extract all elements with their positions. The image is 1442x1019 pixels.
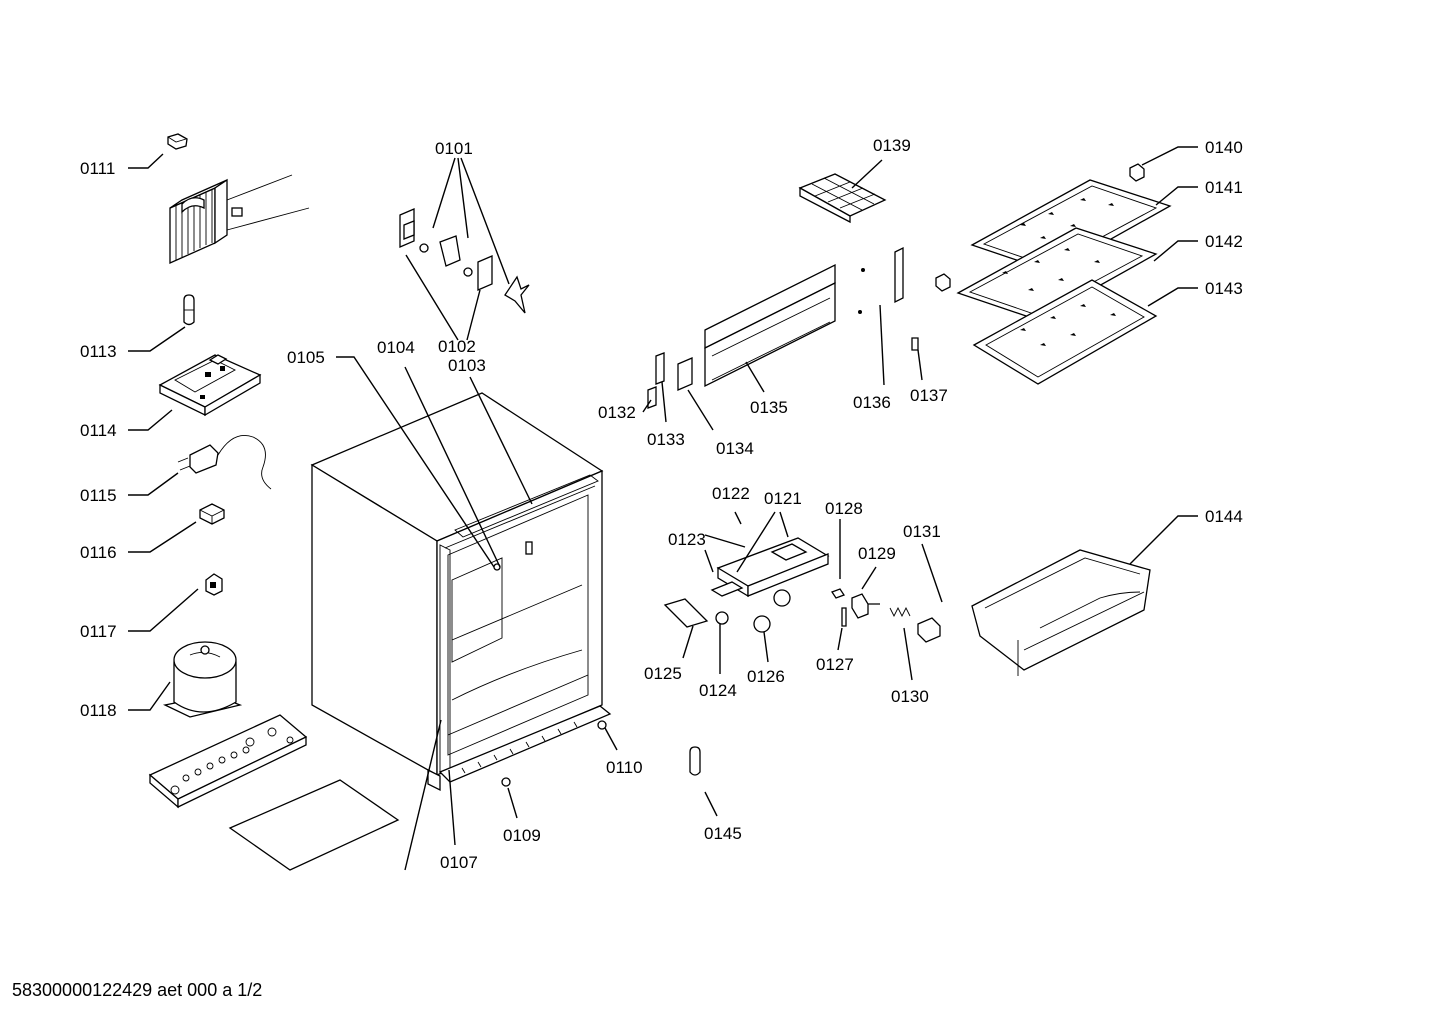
part-0135	[704, 263, 836, 388]
part-0131	[917, 617, 941, 643]
part-0116	[199, 503, 225, 525]
part-0123	[710, 581, 744, 597]
part-0127	[841, 607, 847, 627]
callout-0124: 0124	[699, 681, 737, 700]
part-0125	[663, 598, 709, 628]
callout-0110: 0110	[606, 758, 643, 777]
part-0130	[889, 606, 911, 618]
part-0101-fan-assembly	[399, 208, 530, 314]
callout-0144: 0144	[1205, 507, 1243, 526]
callout-0118: 0118	[80, 701, 117, 720]
callout-0103: 0103	[448, 356, 486, 375]
part-0114	[158, 354, 262, 417]
callout-0109: 0109	[503, 826, 541, 845]
callout-0101: 0101	[435, 139, 473, 158]
callout-0131: 0131	[903, 522, 941, 541]
callout-0140: 0140	[1205, 138, 1243, 157]
part-0110	[597, 720, 607, 730]
part-0144	[971, 549, 1151, 676]
callout-0116: 0116	[80, 543, 117, 562]
callout-labels: 0101 0102 0103 0104 0105 0107 0109 0110 …	[80, 136, 1243, 872]
callout-0129: 0129	[858, 544, 896, 563]
part-0145	[689, 746, 701, 776]
callout-0136: 0136	[853, 393, 891, 412]
callout-0143: 0143	[1205, 279, 1243, 298]
callout-0134: 0134	[716, 439, 754, 458]
part-0134	[677, 357, 693, 391]
part-0142	[956, 227, 1158, 321]
part-0139	[798, 173, 887, 224]
callout-0113: 0113	[80, 342, 117, 361]
part-0109	[501, 777, 511, 787]
callout-0115: 0115	[80, 486, 117, 505]
part-0115	[177, 435, 272, 490]
part-0137	[911, 337, 919, 351]
part-0113	[183, 294, 195, 326]
part-evaporator-block	[169, 174, 310, 265]
leader-lines	[128, 146, 1198, 871]
callout-0126: 0126	[747, 667, 785, 686]
callout-0123: 0123	[668, 530, 706, 549]
part-shelf-clip	[935, 273, 951, 292]
part-0136	[858, 246, 904, 314]
part-0117	[205, 573, 223, 596]
part-0118	[162, 641, 243, 718]
callout-0102: 0102	[438, 337, 476, 356]
part-insulation-sheet	[228, 779, 400, 871]
callout-0145: 0145	[704, 824, 742, 843]
part-0132	[647, 386, 657, 409]
callout-0133: 0133	[647, 430, 685, 449]
part-0140	[1129, 163, 1145, 182]
part-mounting-plate	[148, 714, 308, 809]
callout-0135: 0135	[750, 398, 788, 417]
callout-0142: 0142	[1205, 232, 1243, 251]
callout-0132: 0132	[598, 403, 636, 422]
callout-0130: 0130	[891, 687, 929, 706]
callout-0104: 0104	[377, 338, 415, 357]
part-0128	[831, 588, 845, 599]
part-0143	[972, 279, 1158, 385]
callout-0125: 0125	[644, 664, 682, 683]
callout-0121: 0121	[764, 489, 802, 508]
callout-0105: 0105	[287, 348, 325, 367]
document-id: 58300000122429 aet 000 a 1/2	[12, 980, 263, 1000]
callout-0122: 0122	[712, 484, 750, 503]
part-0122	[704, 534, 746, 548]
callout-0137: 0137	[910, 386, 948, 405]
callout-0128: 0128	[825, 499, 863, 518]
part-0126	[753, 615, 771, 633]
callout-0117: 0117	[80, 622, 117, 641]
callout-0107: 0107	[440, 853, 478, 872]
part-0121	[716, 537, 830, 607]
callout-0139: 0139	[873, 136, 911, 155]
part-0111	[167, 133, 188, 150]
callout-0111: 0111	[80, 159, 115, 178]
part-0133	[655, 352, 665, 385]
callout-0114: 0114	[80, 421, 117, 440]
part-cabinet	[310, 392, 612, 792]
part-0124	[715, 611, 729, 625]
callout-0127: 0127	[816, 655, 854, 674]
part-0129	[851, 593, 880, 619]
callout-0141: 0141	[1205, 178, 1243, 197]
